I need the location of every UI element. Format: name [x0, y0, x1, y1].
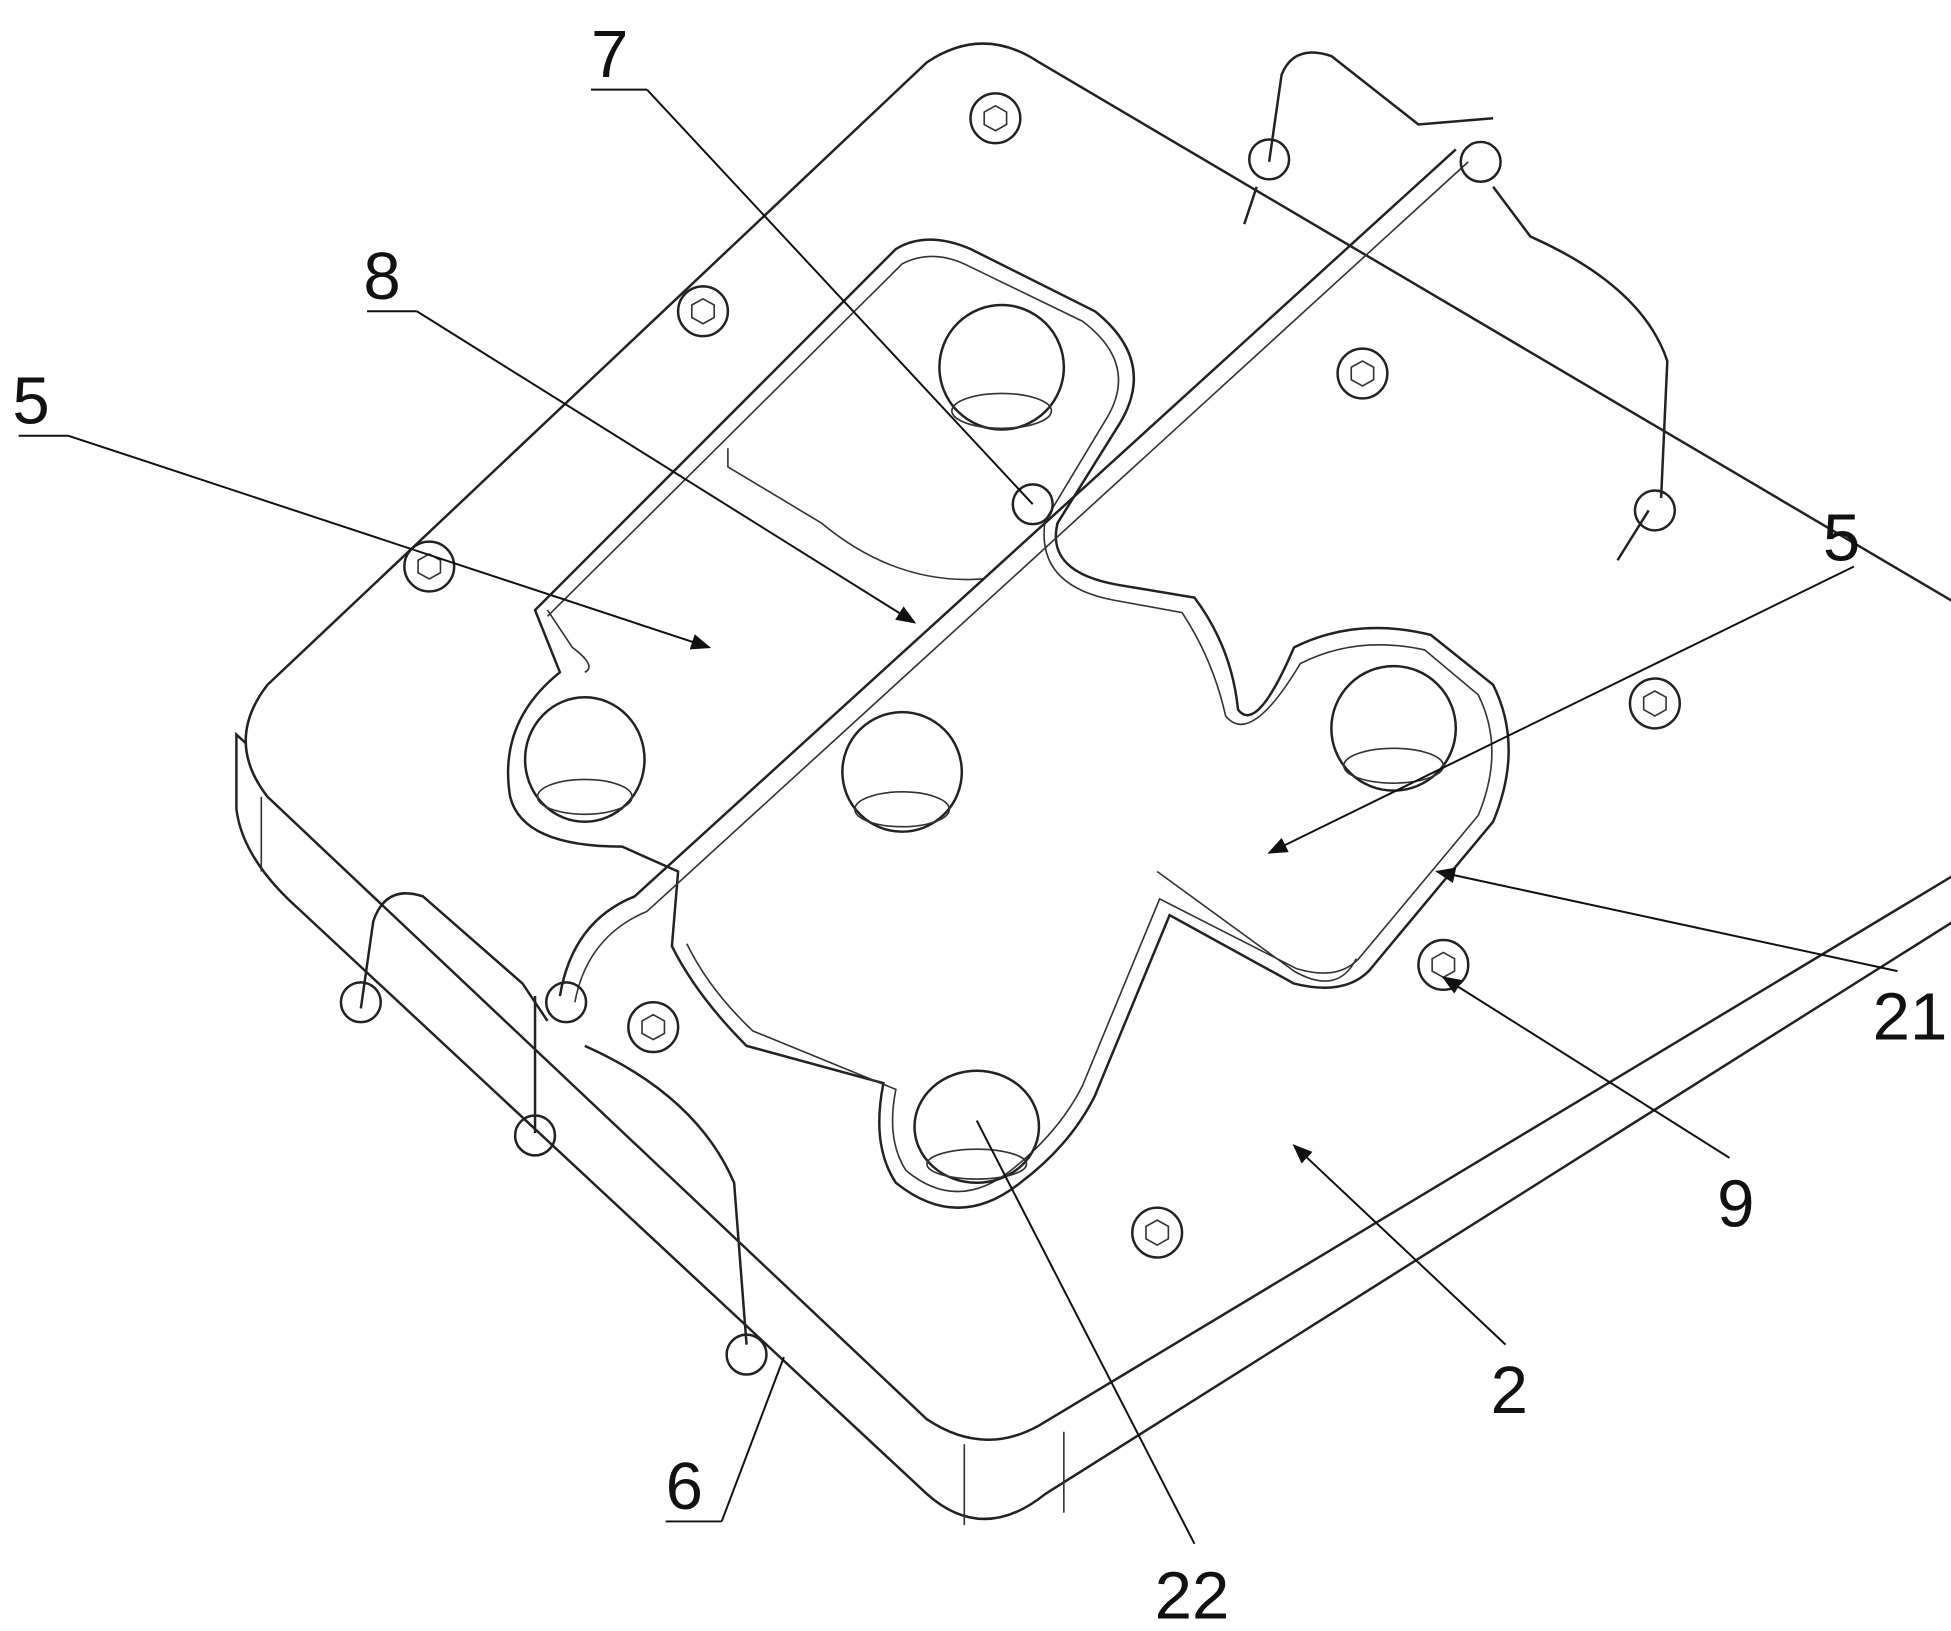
- label-5-right: 5: [1823, 500, 1860, 575]
- label-2: 2: [1491, 1353, 1528, 1428]
- label-6: 6: [666, 1449, 703, 1524]
- label-7: 7: [591, 17, 628, 92]
- label-21: 21: [1873, 980, 1948, 1055]
- label-9: 9: [1717, 1166, 1754, 1241]
- label-5-left: 5: [12, 363, 49, 438]
- base-plate: [236, 44, 1951, 1526]
- label-22: 22: [1155, 1559, 1230, 1631]
- label-8: 8: [363, 239, 400, 314]
